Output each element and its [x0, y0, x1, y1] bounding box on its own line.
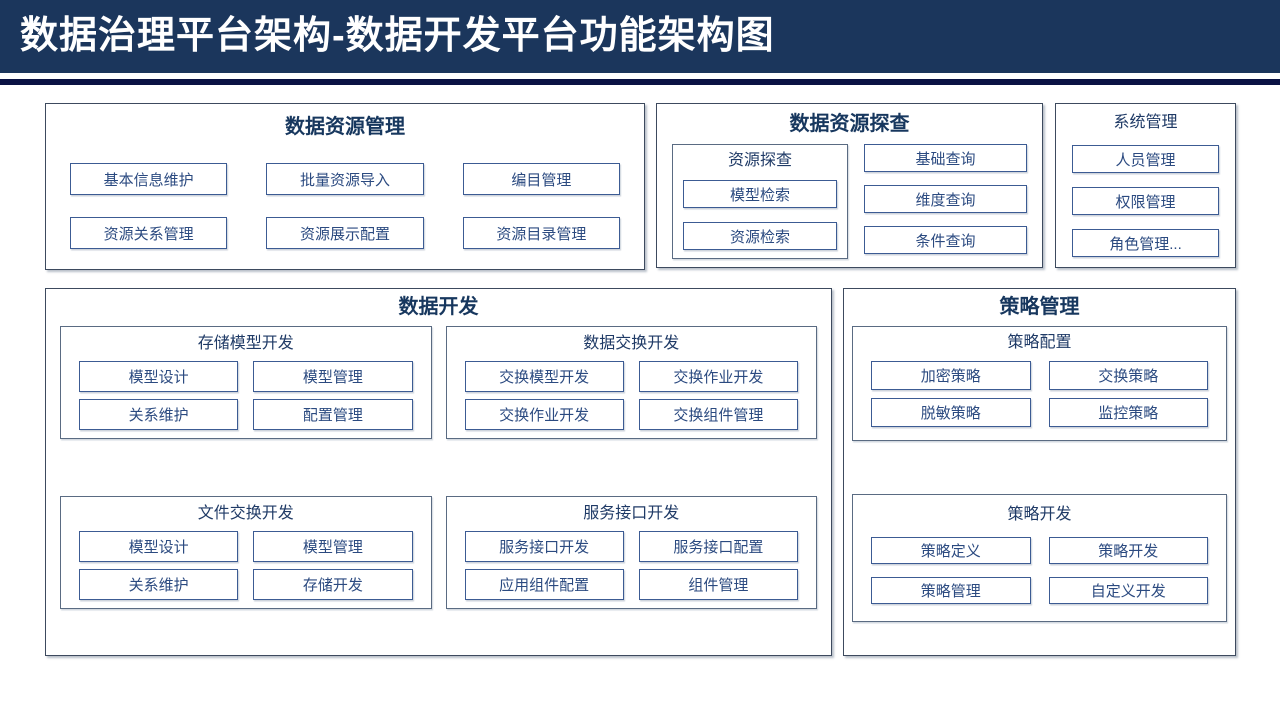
- subbox-service-interface-dev: 服务接口开发 服务接口开发 服务接口配置 应用组件配置 组件管理: [445, 496, 817, 609]
- module-box: 权限管理: [1072, 187, 1219, 215]
- module-box: 资源目录管理: [462, 217, 620, 249]
- module-box: 监控策略: [1048, 398, 1208, 427]
- module-box: 资源关系管理: [70, 217, 228, 249]
- section-title: 数据资源探查: [789, 113, 910, 135]
- module-grid: 加密策略 交换策略 脱敏策略 监控策略: [871, 361, 1208, 427]
- module-box: 交换策略: [1048, 361, 1208, 390]
- module-grid: 模型设计 模型管理 关系维护 配置管理: [79, 361, 413, 430]
- module-grid: 交换模型开发 交换作业开发 交换作业开发 交换组件管理: [464, 361, 798, 430]
- subbox-title: 数据交换开发: [583, 335, 680, 352]
- module-box: 模型检索: [683, 180, 837, 208]
- module-box: 模型设计: [79, 361, 239, 392]
- section-title: 数据资源管理: [285, 116, 405, 138]
- section-system-management: 系统管理 人员管理 权限管理 角色管理...: [1055, 103, 1236, 268]
- subbox-title: 存储模型开发: [197, 335, 294, 352]
- section-title: 数据开发: [398, 296, 479, 318]
- module-box: 存储开发: [253, 569, 413, 600]
- header-divider: [0, 79, 1280, 85]
- module-box: 人员管理: [1072, 145, 1219, 173]
- module-box: 策略管理: [871, 577, 1031, 604]
- module-grid: 模型设计 模型管理 关系维护 存储开发: [79, 531, 413, 600]
- module-box: 自定义开发: [1048, 577, 1208, 604]
- subbox-resource-explore: 资源探查 模型检索 资源检索: [672, 144, 848, 259]
- subbox-title: 策略开发: [1007, 506, 1072, 523]
- subbox-title: 资源探查: [727, 152, 792, 169]
- module-box: 服务接口开发: [464, 531, 624, 562]
- module-box: 模型管理: [253, 361, 413, 392]
- module-box: 交换模型开发: [464, 361, 624, 392]
- module-box: 策略开发: [1048, 537, 1208, 564]
- module-box: 服务接口配置: [638, 531, 798, 562]
- module-box: 角色管理...: [1072, 229, 1219, 257]
- module-box: 交换作业开发: [464, 399, 624, 430]
- module-box: 维度查询: [864, 185, 1027, 213]
- subbox-storage-model-dev: 存储模型开发 模型设计 模型管理 关系维护 配置管理: [60, 326, 432, 439]
- module-column: 人员管理 权限管理 角色管理...: [1072, 145, 1219, 257]
- subbox-grid: 存储模型开发 模型设计 模型管理 关系维护 配置管理 数据交换开发 交换模型开发…: [60, 326, 817, 609]
- module-grid: 策略定义 策略开发 策略管理 自定义开发: [871, 537, 1208, 604]
- module-box: 应用组件配置: [464, 569, 624, 600]
- section-data-resource-management: 数据资源管理 基本信息维护 批量资源导入 编目管理 资源关系管理 资源展示配置 …: [45, 103, 645, 270]
- module-grid: 服务接口开发 服务接口配置 应用组件配置 组件管理: [464, 531, 798, 600]
- section-data-resource-exploration: 数据资源探查 资源探查 模型检索 资源检索 基础查询 维度查询 条件查询: [656, 103, 1043, 268]
- module-box: 批量资源导入: [266, 163, 424, 195]
- module-box: 条件查询: [864, 226, 1027, 254]
- subbox-title: 服务接口开发: [583, 505, 680, 522]
- section-policy-management: 策略管理 策略配置 加密策略 交换策略 脱敏策略 监控策略 策略开发 策略定义 …: [843, 288, 1236, 656]
- module-box: 资源检索: [683, 222, 837, 250]
- module-box: 配置管理: [253, 399, 413, 430]
- subbox-policy-config: 策略配置 加密策略 交换策略 脱敏策略 监控策略: [852, 326, 1227, 441]
- module-box: 资源展示配置: [266, 217, 424, 249]
- module-box: 交换作业开发: [638, 361, 798, 392]
- module-box: 关系维护: [79, 569, 239, 600]
- subbox-file-exchange-dev: 文件交换开发 模型设计 模型管理 关系维护 存储开发: [60, 496, 432, 609]
- section-body: 资源探查 模型检索 资源检索 基础查询 维度查询 条件查询: [672, 144, 1027, 259]
- section-title: 系统管理: [1113, 114, 1178, 131]
- module-box: 加密策略: [871, 361, 1031, 390]
- query-column: 基础查询 维度查询 条件查询: [864, 144, 1027, 259]
- subbox-title: 文件交换开发: [197, 505, 294, 522]
- subbox-data-exchange-dev: 数据交换开发 交换模型开发 交换作业开发 交换作业开发 交换组件管理: [445, 326, 817, 439]
- section-data-development: 数据开发 存储模型开发 模型设计 模型管理 关系维护 配置管理 数据交换开发 交…: [45, 288, 832, 656]
- subbox-policy-dev: 策略开发 策略定义 策略开发 策略管理 自定义开发: [852, 494, 1227, 622]
- module-box: 脱敏策略: [871, 398, 1031, 427]
- subbox-title: 策略配置: [1007, 334, 1072, 351]
- module-grid: 基本信息维护 批量资源导入 编目管理 资源关系管理 资源展示配置 资源目录管理: [70, 163, 620, 249]
- section-title: 策略管理: [999, 296, 1080, 318]
- module-box: 基础查询: [864, 144, 1027, 172]
- module-box: 编目管理: [462, 163, 620, 195]
- module-box: 关系维护: [79, 399, 239, 430]
- module-box: 模型管理: [253, 531, 413, 562]
- module-box: 模型设计: [79, 531, 239, 562]
- header-bar: 数据治理平台架构-数据开发平台功能架构图: [0, 0, 1280, 73]
- slide-title: 数据治理平台架构-数据开发平台功能架构图: [20, 15, 775, 57]
- module-box: 策略定义: [871, 537, 1031, 564]
- module-box: 组件管理: [638, 569, 798, 600]
- module-box: 交换组件管理: [638, 399, 798, 430]
- module-box: 基本信息维护: [70, 163, 228, 195]
